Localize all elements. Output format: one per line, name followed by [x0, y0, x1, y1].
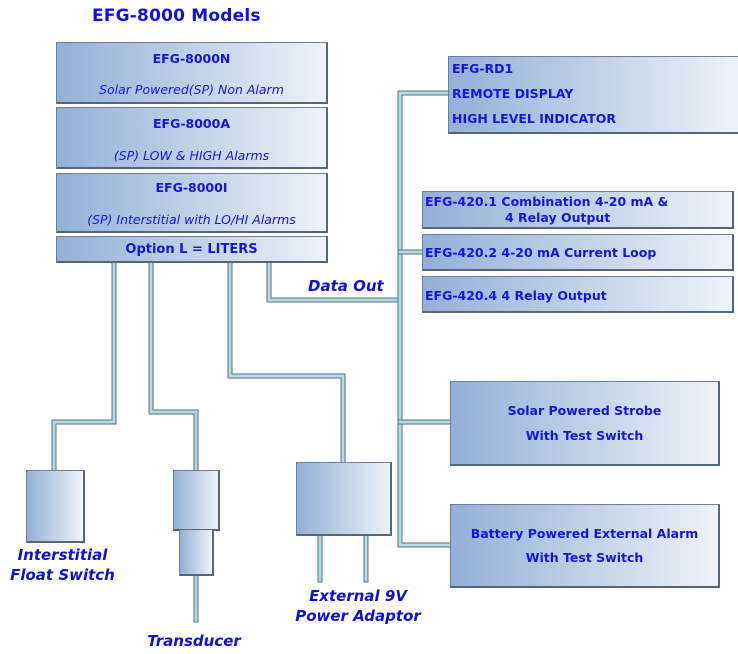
remote-display-title: REMOTE DISPLAY	[452, 86, 574, 101]
transducer-body-icon	[173, 470, 220, 531]
output-line2: 4 Relay Output	[505, 210, 611, 225]
transducer-label: Transducer	[147, 632, 241, 650]
model-desc: (SP) LOW & HIGH Alarms	[113, 148, 270, 163]
wire-float-switch	[51, 260, 117, 473]
strobe-subtitle: With Test Switch	[525, 428, 644, 443]
remote-display-model: EFG-RD1	[452, 61, 514, 76]
strobe-box: Solar Powered Strobe With Test Switch	[450, 381, 720, 466]
diagram-title: EFG-8000 Models	[92, 6, 261, 26]
power-adaptor-label-line1: External 9V	[309, 587, 407, 605]
data-out-label: Data Out	[308, 277, 384, 295]
model-desc: Solar Powered(SP) Non Alarm	[99, 82, 284, 97]
remote-display-desc: HIGH LEVEL INDICATOR	[452, 111, 617, 126]
model-box-efg-8000a: EFG-8000A (SP) LOW & HIGH Alarms	[56, 107, 328, 169]
model-desc: (SP) Interstitial with LO/HI Alarms	[87, 212, 296, 227]
output-box-efg-420-4: EFG-420.4 4 Relay Output	[422, 276, 734, 313]
remote-display-box: EFG-RD1 REMOTE DISPLAY HIGH LEVEL INDICA…	[448, 56, 738, 134]
model-box-efg-8000n: EFG-8000N Solar Powered(SP) Non Alarm	[56, 42, 328, 104]
output-line1: EFG-420.1 Combination 4-20 mA &	[425, 194, 669, 209]
model-name: EFG-8000I	[155, 180, 228, 195]
alarm-subtitle: With Test Switch	[525, 550, 644, 565]
wire-trunk	[397, 90, 453, 548]
option-label: Option L = LITERS	[125, 242, 258, 257]
model-name: EFG-8000N	[152, 51, 231, 66]
output-line1: EFG-420.4 4 Relay Output	[425, 288, 607, 303]
power-adaptor-label-line2: Power Adaptor	[295, 607, 421, 625]
float-switch-label: Interstitial Float Switch	[0, 545, 125, 585]
float-switch-label-line2: Float Switch	[10, 566, 115, 584]
float-switch-icon	[26, 470, 85, 543]
model-name: EFG-8000A	[153, 116, 230, 131]
output-box-efg-420-2: EFG-420.2 4-20 mA Current Loop	[422, 234, 734, 271]
float-switch-label-line1: Interstitial	[17, 546, 108, 564]
output-box-efg-420-1: EFG-420.1 Combination 4-20 mA & 4 Relay …	[422, 191, 734, 229]
wire-transducer	[148, 260, 199, 473]
transducer-tip-icon	[179, 530, 214, 576]
power-adaptor-label: External 9V Power Adaptor	[283, 586, 433, 626]
output-line1: EFG-420.2 4-20 mA Current Loop	[425, 245, 657, 260]
alarm-box: Battery Powered External Alarm With Test…	[450, 504, 720, 588]
option-box: Option L = LITERS	[56, 236, 328, 263]
alarm-title: Battery Powered External Alarm	[470, 526, 699, 541]
model-box-efg-8000i: EFG-8000I (SP) Interstitial with LO/HI A…	[56, 173, 328, 233]
power-adaptor-icon	[296, 462, 392, 536]
strobe-title: Solar Powered Strobe	[507, 403, 662, 418]
